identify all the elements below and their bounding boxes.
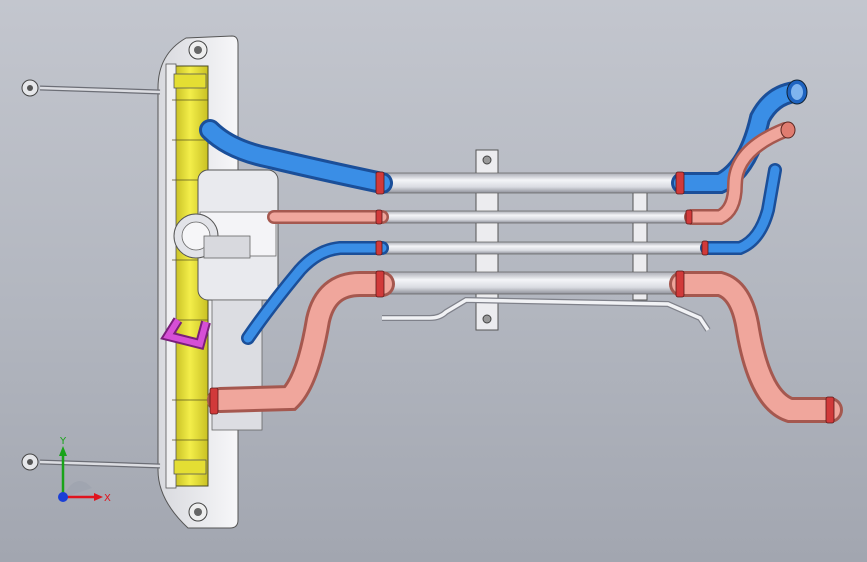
straight-tubes (381, 172, 711, 332)
triad-plane-icon (62, 480, 92, 498)
cooling-hoses-blue (199, 79, 808, 345)
z-axis-dot-icon (58, 492, 68, 502)
x-axis-arrowhead-icon (94, 493, 103, 501)
y-axis-arrowhead-icon (59, 446, 67, 456)
y-axis-label: Y (59, 436, 67, 447)
side-rods (21, 79, 161, 471)
yellow-housing (165, 63, 209, 489)
x-axis-label: X (104, 493, 111, 504)
orientation-triad[interactable]: Y X (58, 436, 111, 504)
hose-clamps (209, 171, 835, 424)
cooling-hose-magenta (160, 317, 211, 351)
cooling-hoses-salmon (207, 121, 843, 423)
